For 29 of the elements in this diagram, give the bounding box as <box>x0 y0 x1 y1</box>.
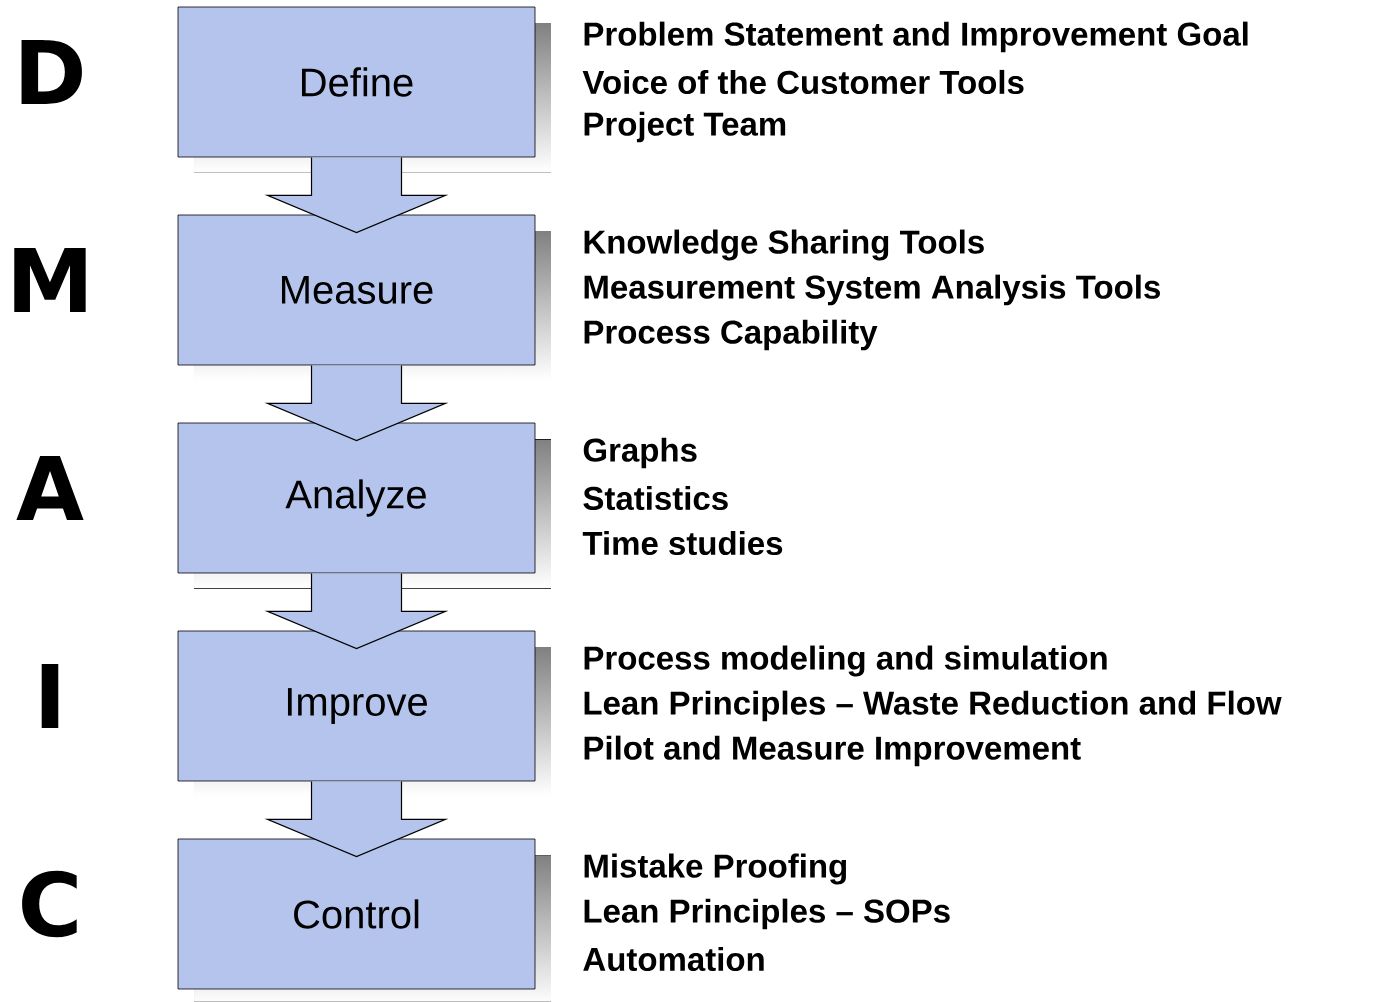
step-letter: A <box>16 455 84 521</box>
step-letter: I <box>41 663 59 729</box>
block-arrow <box>264 156 449 234</box>
block-arrow <box>264 364 449 442</box>
step-box: Define <box>177 6 551 173</box>
step-box: Improve <box>177 630 551 797</box>
step-letter: C <box>22 870 77 938</box>
tool-item: Graphs <box>583 437 697 469</box>
tool-item: Knowledge Sharing Tools <box>584 229 984 261</box>
block-arrow <box>264 572 449 650</box>
tool-item: Process modeling and simulation <box>584 645 1107 677</box>
block-arrow <box>264 780 449 858</box>
step-box: Analyze <box>177 422 551 589</box>
tool-item: Lean Principles – Waste Reduction and Flow <box>584 690 1282 722</box>
step-box: Control <box>177 838 551 1002</box>
tool-item: Pilot and Measure Improvement <box>584 735 1081 767</box>
tool-item: Lean Principles – SOPs <box>584 898 950 930</box>
tool-item: Automation <box>583 946 764 972</box>
tool-item: Time studies <box>582 530 783 556</box>
tool-item: Project Team <box>584 111 786 143</box>
tool-item: Voice of the Customer Tools <box>582 69 1024 95</box>
step-box: Measure <box>177 214 551 381</box>
step-letter: M <box>14 247 86 313</box>
tool-item: Measurement System Analysis Tools <box>584 274 1160 306</box>
tool-item: Statistics <box>583 485 728 511</box>
tool-item: Problem Statement and Improvement Goal <box>584 21 1248 53</box>
tool-item: Mistake Proofing <box>584 853 847 885</box>
tool-item: Process Capability <box>584 319 878 351</box>
step-letter: D <box>21 39 82 105</box>
